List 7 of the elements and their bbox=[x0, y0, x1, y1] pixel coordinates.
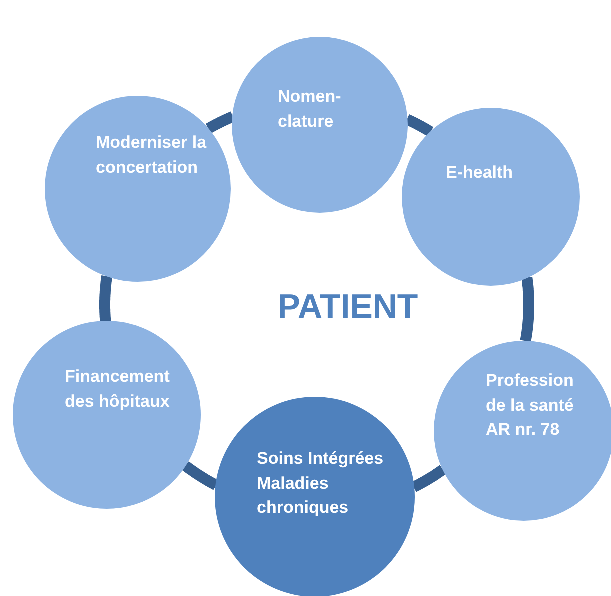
topic-text: Nomen-clature bbox=[278, 86, 342, 133]
topic-text: Profession de la santé AR nr. 78 bbox=[486, 370, 575, 442]
center-label: PATIENT bbox=[276, 288, 420, 327]
topic-text: Financement des hôpitaux bbox=[65, 366, 171, 413]
topic-text: Moderniser la concertation bbox=[96, 132, 208, 179]
topic-text: E-health bbox=[446, 162, 514, 184]
topic-text: Soins Intégrées Maladies chroniques bbox=[257, 448, 385, 520]
